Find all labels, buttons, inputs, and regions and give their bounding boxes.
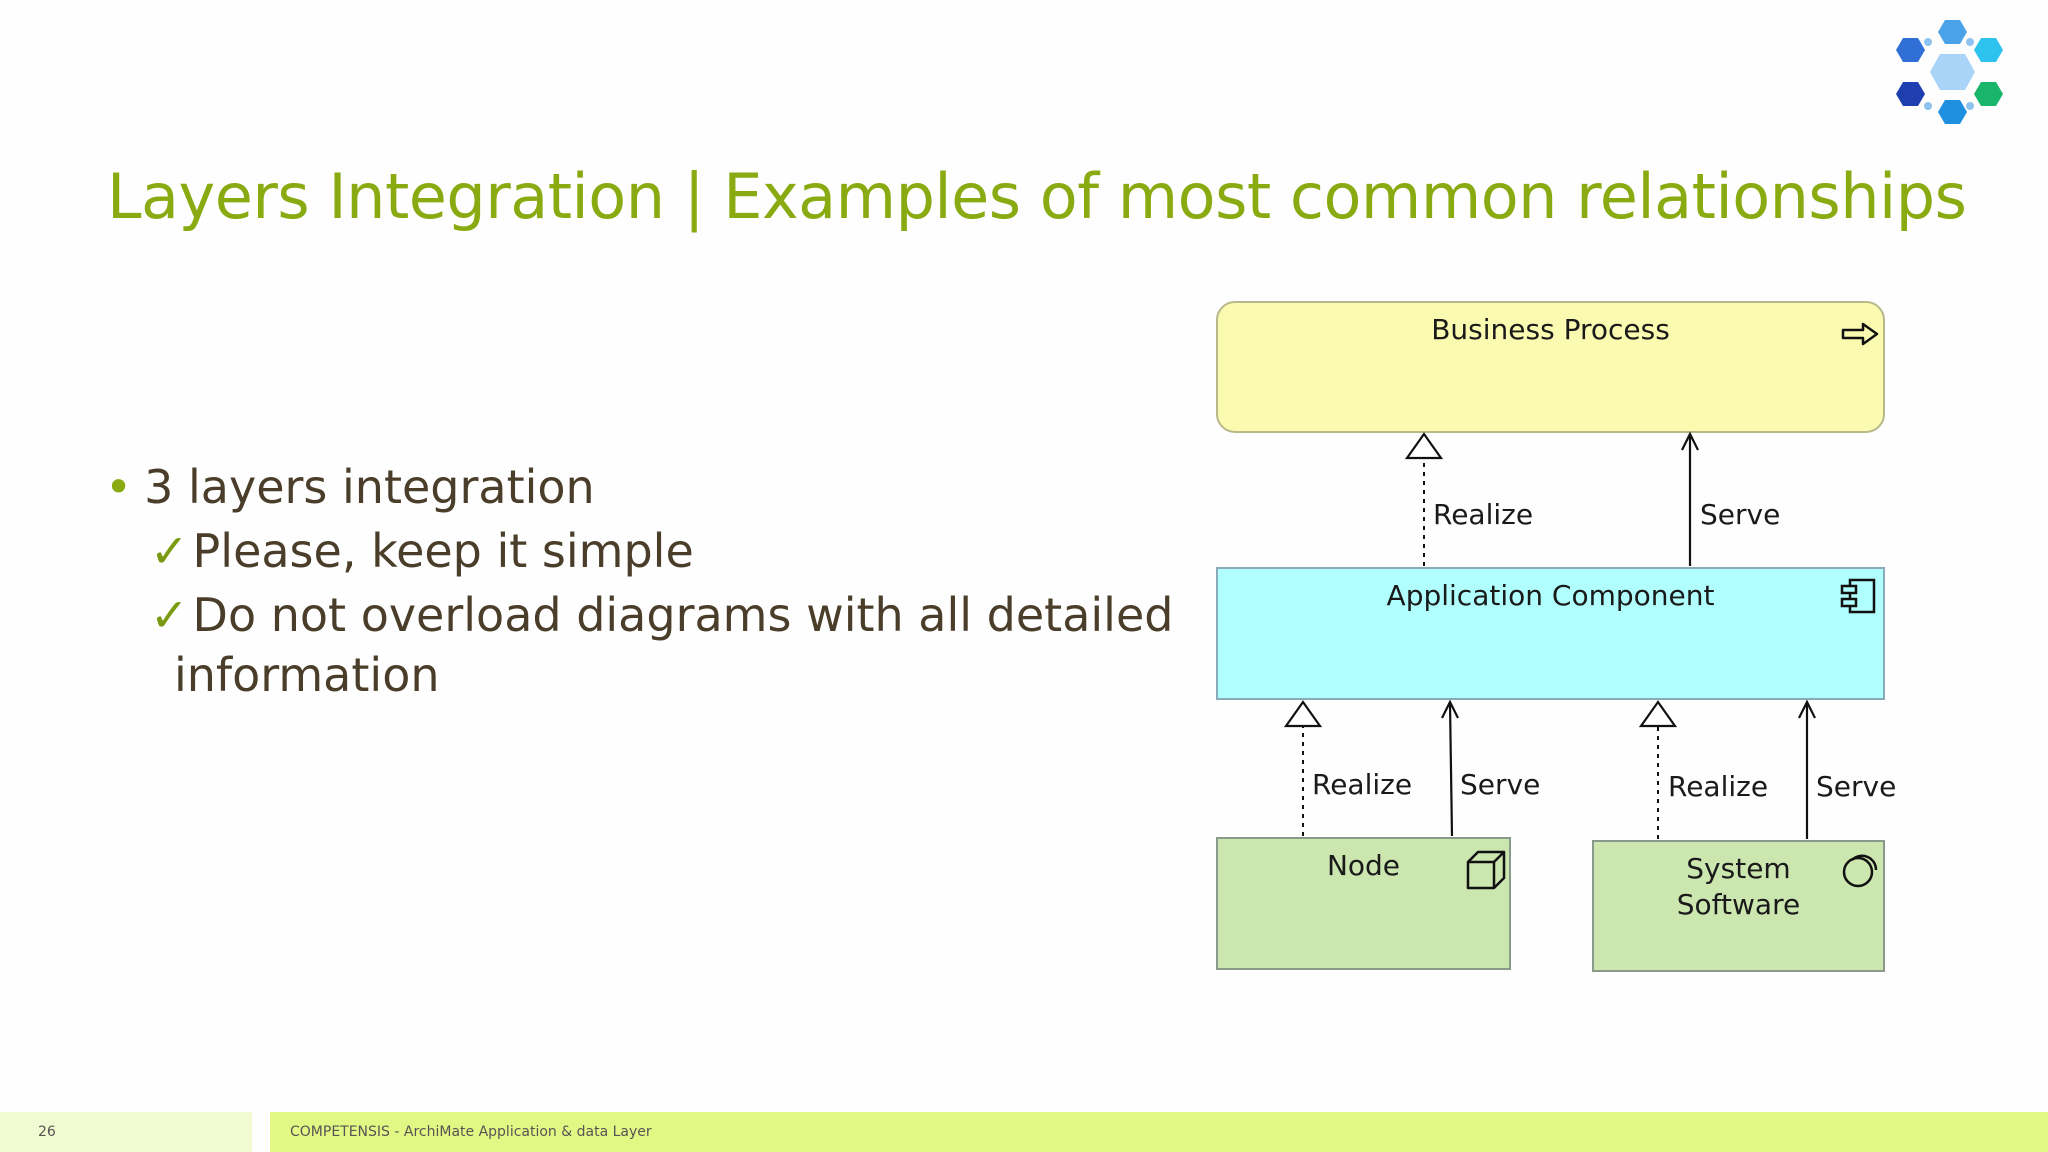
process-arrow-icon — [1841, 322, 1879, 346]
system-software-label-line2: Software — [1676, 888, 1801, 921]
logo-hex-upper-right — [1974, 38, 2003, 62]
component-icon — [1840, 578, 1876, 614]
business-process-label: Business Process — [1431, 313, 1670, 346]
realize-label-node-app: Realize — [1312, 768, 1413, 801]
serve-arrowhead-node-app — [1441, 699, 1459, 719]
logo-hex-lower-right — [1974, 82, 2003, 106]
node-label: Node — [1326, 849, 1401, 882]
checkmark-icon: ✓ — [150, 588, 189, 642]
bullet-item: •3 layers integration — [105, 455, 1173, 519]
realize-label-app-bp: Realize — [1433, 498, 1534, 531]
realize-triangle-node-app — [1283, 700, 1323, 728]
check-text: Please, keep it simple — [192, 524, 694, 578]
logo-hex-lower-left — [1896, 82, 1925, 106]
node-box[interactable] — [1216, 837, 1511, 970]
checkmark-icon: ✓ — [150, 524, 189, 578]
slide-title: Layers Integration | Examples of most co… — [107, 160, 1967, 233]
serve-line-node-app — [1448, 703, 1454, 837]
check-item: ✓Please, keep it simple — [105, 519, 1173, 583]
footer-right-band — [270, 1112, 2048, 1152]
realize-triangle-app-bp — [1404, 432, 1444, 460]
serve-arrowhead-sys-app — [1798, 699, 1816, 719]
footer-text: COMPETENSIS - ArchiMate Application & da… — [290, 1124, 652, 1140]
realize-label-sys-app: Realize — [1668, 770, 1769, 803]
system-software-icon — [1842, 854, 1878, 888]
application-component-box[interactable] — [1216, 567, 1885, 700]
bullet-text: 3 layers integration — [144, 460, 595, 514]
check-text: Do not overload diagrams with all detail… — [192, 588, 1174, 642]
page-number: 26 — [38, 1124, 56, 1140]
bullet-list: •3 layers integration ✓Please, keep it s… — [105, 455, 1173, 703]
serve-label-app-bp: Serve — [1700, 498, 1781, 531]
check-text-continuation: information — [174, 648, 440, 702]
logo-hex-upper-left — [1896, 38, 1925, 62]
node-cube-icon — [1466, 850, 1506, 890]
logo-hex-center — [1930, 54, 1975, 90]
system-software-box[interactable] — [1592, 840, 1885, 972]
application-component-label: Application Component — [1386, 579, 1715, 612]
bullet-dot-icon: • — [105, 460, 133, 514]
business-process-box[interactable] — [1216, 301, 1885, 433]
check-item: ✓Do not overload diagrams with all detai… — [105, 583, 1173, 647]
logo-hex-top — [1938, 20, 1967, 44]
serve-arrowhead-app-bp — [1681, 431, 1699, 451]
logo-hex-bottom — [1938, 100, 1967, 124]
footer-left-band — [0, 1112, 252, 1152]
serve-label-node-app: Serve — [1460, 768, 1541, 801]
serve-label-sys-app: Serve — [1816, 770, 1897, 803]
company-logo — [1896, 20, 2003, 124]
system-software-label-line1: System — [1686, 852, 1791, 885]
realize-triangle-sys-app — [1638, 700, 1678, 728]
